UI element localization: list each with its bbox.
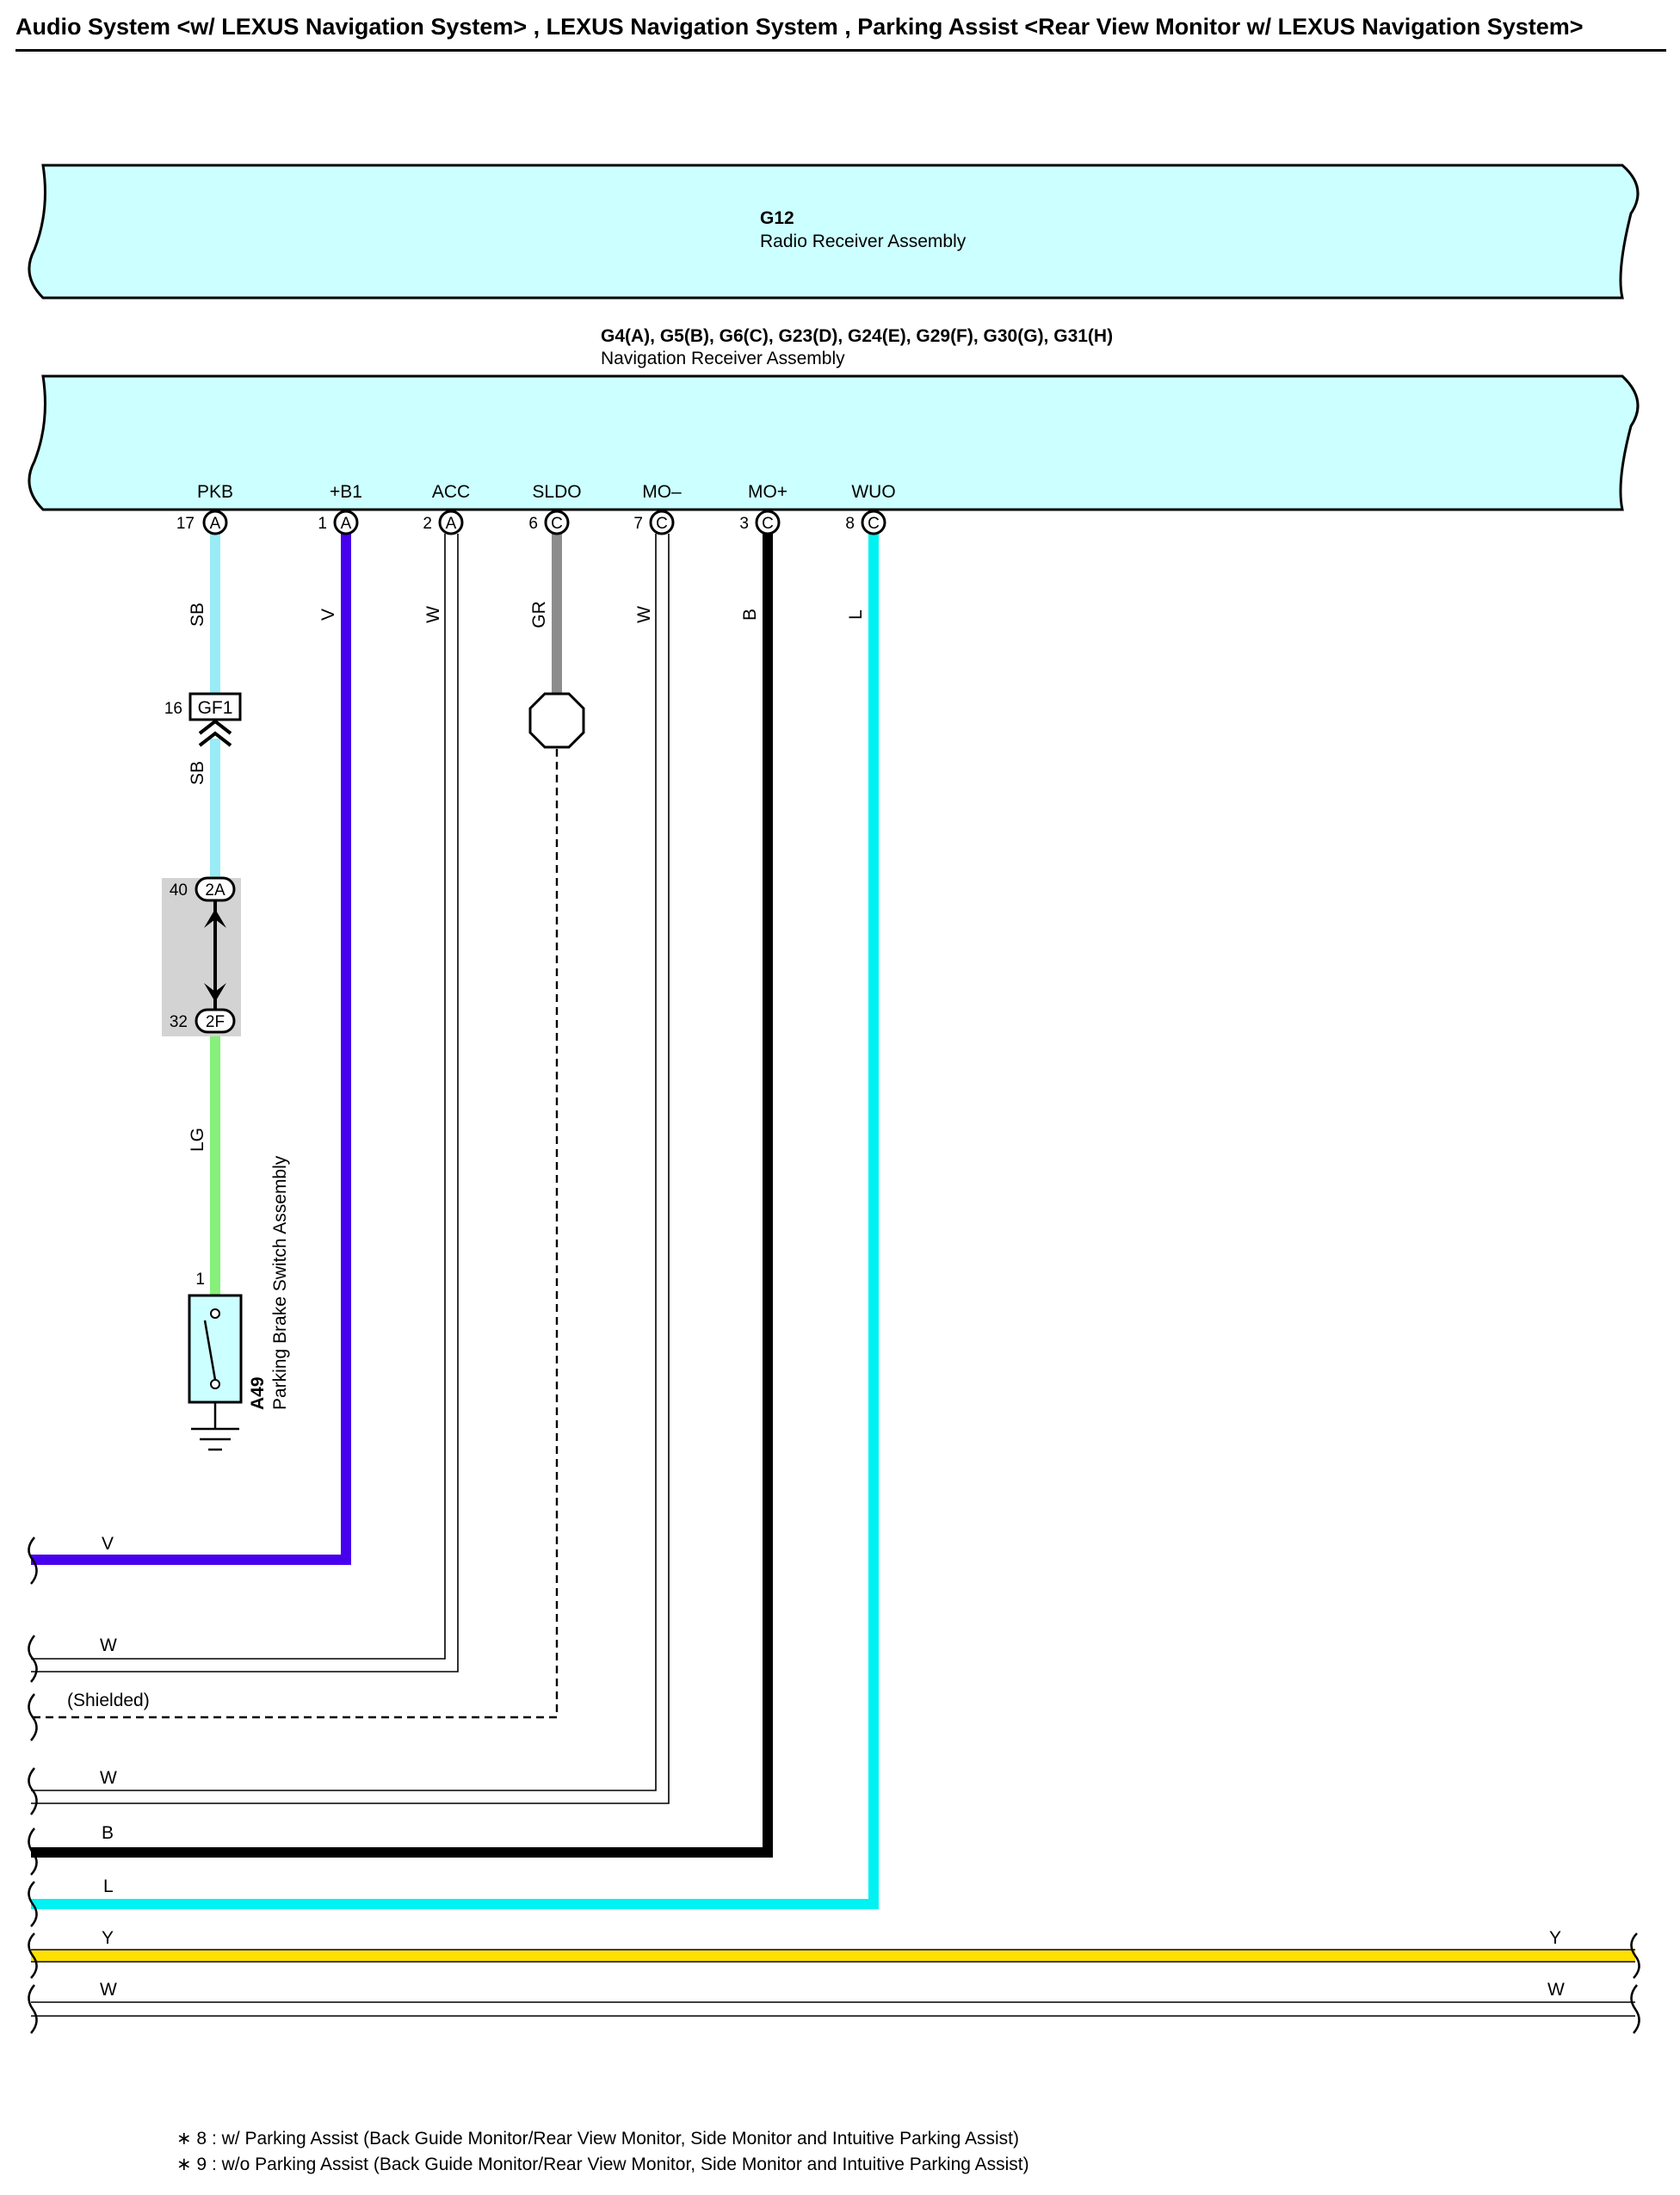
wire-label-gf1-below: SB (188, 761, 207, 785)
terminal-connector-acc: A (446, 515, 457, 533)
terminal-sldo (544, 510, 570, 535)
terminal-name-pkb: PKB (197, 482, 233, 502)
junction-arrow-up-icon (204, 909, 226, 928)
wire-mominus-w-outer (31, 534, 670, 1804)
footnote-8: ∗ 8 : w/ Parking Assist (Back Guide Moni… (176, 2129, 1019, 2149)
terminal-name-acc: ACC (432, 482, 470, 502)
terminal-name-moplus: MO+ (748, 482, 788, 502)
nav-receiver-name: Navigation Receiver Assembly (601, 349, 845, 368)
junction-gf1-pin: 16 (164, 700, 182, 718)
switch-lever (203, 1320, 217, 1381)
bottom-label-w3-left: W (100, 1980, 117, 2000)
radio-receiver-code: G12 (760, 208, 794, 228)
terminal-connector-sldo: C (551, 515, 563, 533)
wire-label-b1: V (318, 609, 338, 621)
bottom-label-b: B (102, 1823, 114, 1843)
shield-octagon-icon (528, 692, 585, 749)
terminal-connector-wuo: C (868, 515, 880, 533)
terminal-pin-mominus: 7 (633, 515, 643, 533)
wire-break-marks-left (28, 1536, 38, 2034)
junction-2a-code: 2A (205, 881, 225, 900)
terminal-pin-sldo: 6 (528, 515, 538, 533)
terminal-b1 (333, 510, 359, 535)
wire-wuo-l (31, 534, 879, 1909)
terminal-pin-pkb: 17 (176, 515, 195, 533)
title-rule (15, 49, 1666, 52)
wire-b1-v (31, 534, 351, 1565)
wire-label-sldo: GR (529, 601, 549, 628)
terminal-connector-pkb: A (210, 515, 221, 533)
junction-2f-code: 2F (206, 1013, 225, 1031)
wire-label-lg: LG (188, 1128, 207, 1152)
terminal-name-mominus: MO– (642, 482, 682, 502)
switch-contact-top (210, 1308, 220, 1319)
ground-icon (191, 1402, 239, 1451)
wire-shielded (31, 749, 559, 1719)
junction-2a-pill (195, 876, 236, 902)
nav-receiver-box (28, 374, 1640, 511)
wire-label-pkb: SB (188, 603, 207, 627)
junction-2f-pill (195, 1008, 236, 1034)
junction-2a-pin: 40 (170, 881, 188, 900)
terminal-pin-b1: 1 (318, 515, 327, 533)
page-title: Audio System <w/ LEXUS Navigation System… (15, 14, 1584, 40)
connector-chevron-icon (198, 719, 232, 747)
terminal-acc (438, 510, 464, 535)
terminal-name-sldo: SLDO (532, 482, 581, 502)
terminal-pkb (202, 510, 228, 535)
terminal-pin-wuo: 8 (845, 515, 855, 533)
bottom-label-w2: W (100, 1768, 117, 1788)
bottom-label-w1: W (100, 1635, 117, 1655)
bottom-label-shielded: (Shielded) (67, 1691, 150, 1710)
junction-2f-pin: 32 (170, 1013, 188, 1031)
terminal-pin-moplus: 3 (739, 515, 749, 533)
radio-receiver-name: Radio Receiver Assembly (760, 232, 967, 251)
wire-moplus-b (31, 534, 773, 1858)
wire-label-moplus: B (740, 609, 760, 621)
wire-label-acc: W (423, 606, 443, 623)
terminal-name-b1: +B1 (330, 482, 362, 502)
wire-mominus-w-inner (31, 534, 657, 1791)
terminal-name-wuo: WUO (851, 482, 895, 502)
terminal-moplus (755, 510, 781, 535)
brake-switch-pin: 1 (195, 1271, 205, 1289)
bottom-label-y-right: Y (1549, 1928, 1561, 1948)
terminal-connector-moplus: C (762, 515, 774, 533)
terminal-connector-mominus: C (656, 515, 668, 533)
junction-gf1-code: GF1 (198, 698, 233, 718)
wire-acc-w-outer (31, 534, 459, 1673)
radio-receiver-box (28, 164, 1640, 300)
wire-label-wuo: L (846, 609, 866, 620)
footnote-9: ∗ 9 : w/o Parking Assist (Back Guide Mon… (176, 2155, 1029, 2174)
switch-contact-bottom (210, 1379, 220, 1389)
wire-acc-w-inner (31, 534, 446, 1660)
terminal-wuo (861, 510, 886, 535)
bottom-label-y-left: Y (102, 1928, 114, 1948)
bottom-label-l: L (103, 1877, 114, 1896)
terminal-mominus (649, 510, 675, 535)
wire-break-marks-right (1630, 1932, 1640, 2034)
junction-gf1-box (188, 692, 242, 721)
nav-receiver-code: G4(A), G5(B), G6(C), G23(D), G24(E), G29… (601, 326, 1113, 346)
brake-switch-code: A49 (248, 1376, 268, 1410)
wire-label-mominus: W (634, 606, 654, 623)
bottom-label-v: V (102, 1534, 114, 1554)
terminal-connector-b1: A (341, 515, 352, 533)
terminal-pin-acc: 2 (423, 515, 432, 533)
brake-switch-name: Parking Brake Switch Assembly (270, 1155, 290, 1410)
junction-arrow-down-icon (204, 983, 226, 1002)
bottom-label-w3-right: W (1547, 1980, 1565, 2000)
